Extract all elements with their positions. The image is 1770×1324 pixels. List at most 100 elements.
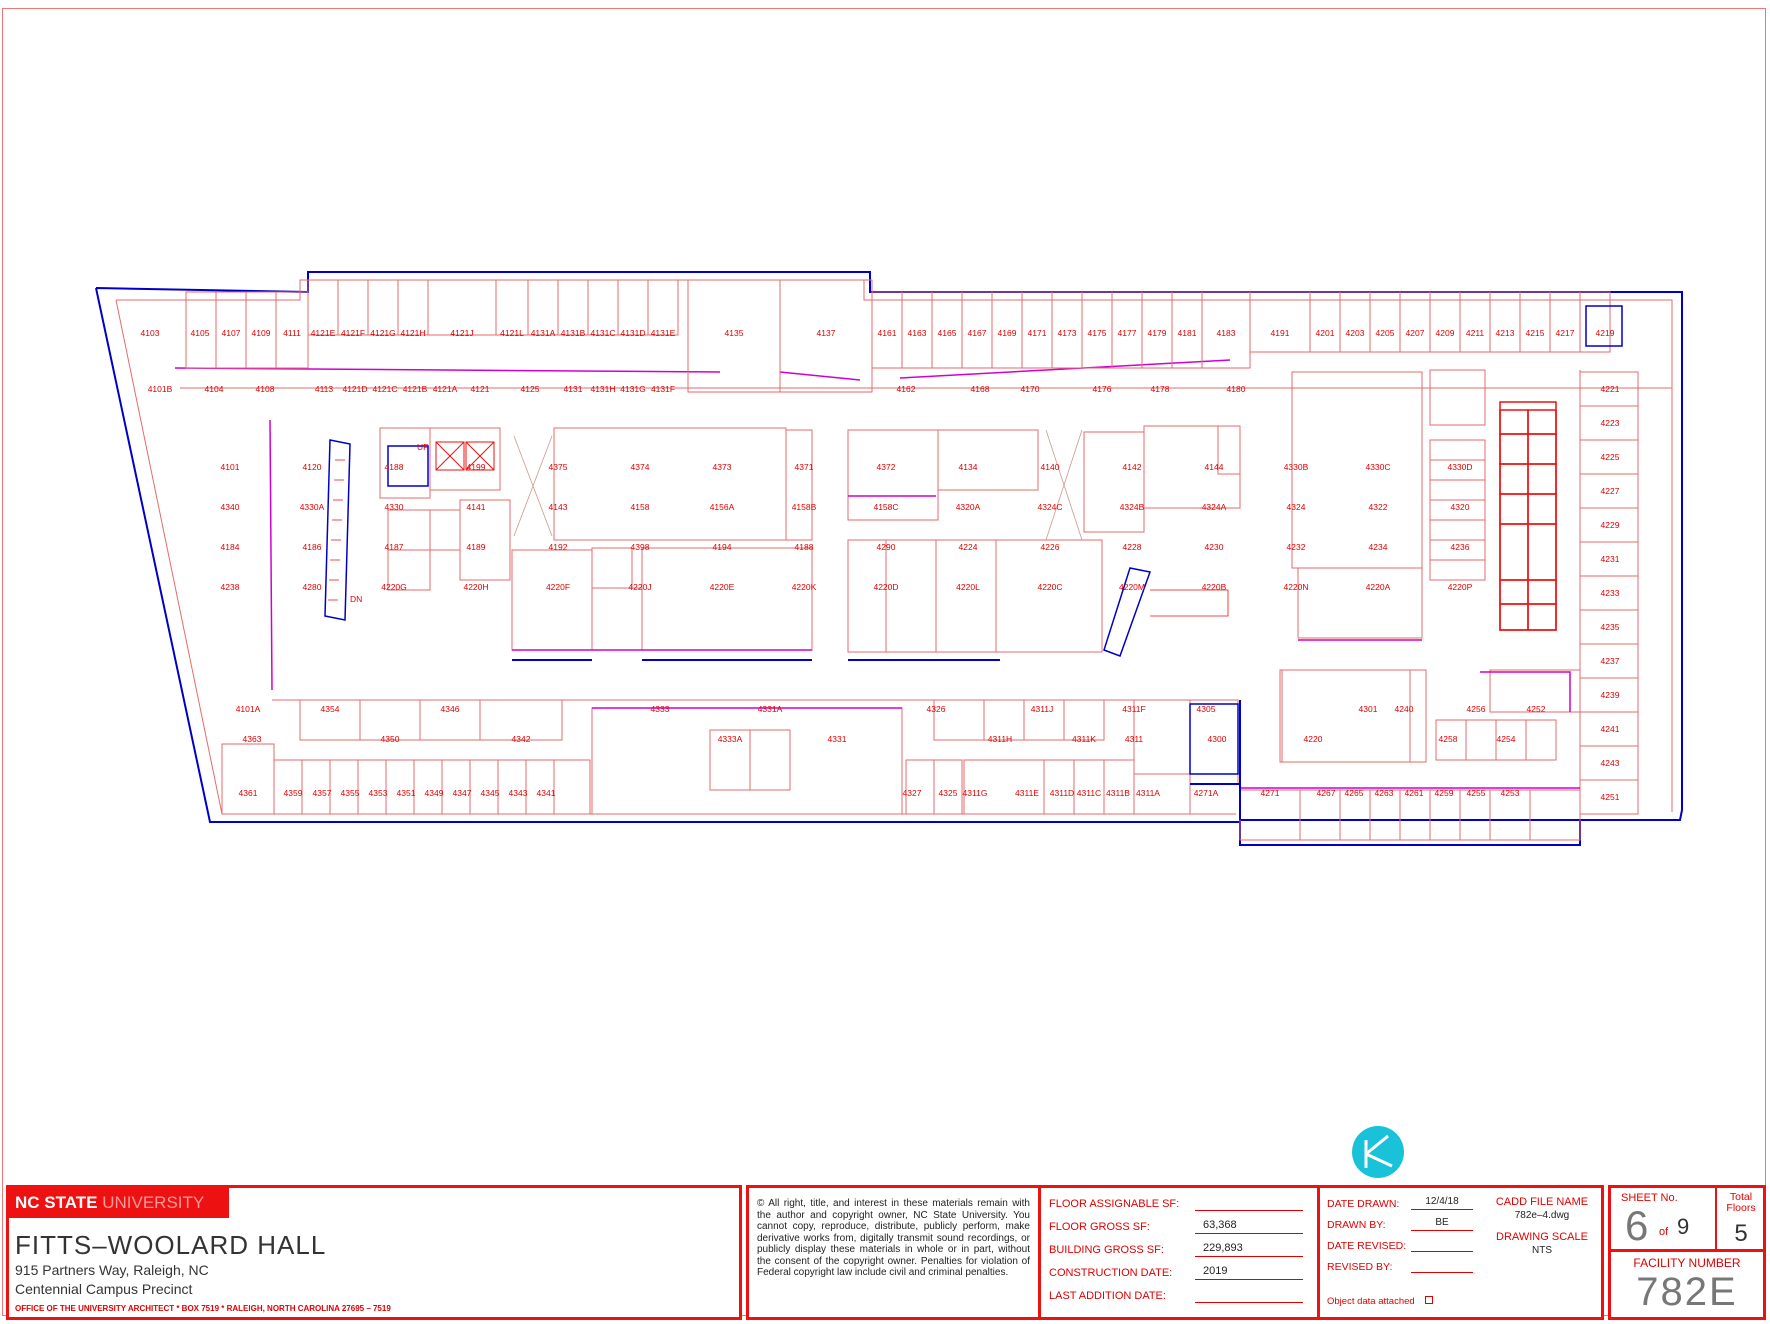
room-label: 4230 bbox=[1205, 542, 1224, 552]
room-label: 4311J bbox=[1031, 704, 1054, 714]
room-label: 4330A bbox=[300, 502, 325, 512]
room-label: 4144 bbox=[1205, 462, 1224, 472]
room-label: 4271A bbox=[1194, 788, 1219, 798]
room-label: 4121E bbox=[311, 328, 336, 338]
room-label: 4131G bbox=[620, 384, 646, 394]
room-label: 4161 bbox=[878, 328, 897, 338]
room-label: 4324 bbox=[1287, 502, 1306, 512]
room-label: 4188 bbox=[385, 462, 404, 472]
room-label: 4225 bbox=[1601, 452, 1620, 462]
room-label: 4131H bbox=[590, 384, 615, 394]
room-label: 4213 bbox=[1496, 328, 1515, 338]
room-label: 4220 bbox=[1304, 734, 1323, 744]
room-label: 4162 bbox=[897, 384, 916, 394]
ncsu-logo-bar: NC STATE UNIVERSITY bbox=[9, 1188, 229, 1218]
room-label: 4121J bbox=[450, 328, 473, 338]
room-label: 4253 bbox=[1501, 788, 1520, 798]
field-revised-by: REVISED BY: bbox=[1327, 1257, 1487, 1278]
scale-label: DRAWING SCALE bbox=[1496, 1231, 1588, 1243]
room-label: 4220P bbox=[1448, 582, 1473, 592]
room-label: 4220L bbox=[956, 582, 980, 592]
room-label: 4199 bbox=[467, 462, 486, 472]
core-rooms bbox=[379, 369, 1581, 763]
elevators bbox=[435, 429, 1083, 541]
room-label: 4311C bbox=[1077, 788, 1101, 798]
divider bbox=[1715, 1188, 1717, 1249]
room-label: 4333A bbox=[718, 734, 743, 744]
room-label: 4165 bbox=[938, 328, 957, 338]
date-fields: DATE DRAWN:12/4/18 DRAWN BY:BE DATE REVI… bbox=[1327, 1194, 1487, 1278]
room-label: 4261 bbox=[1405, 788, 1424, 798]
object-data-flag: Object data attached bbox=[1327, 1296, 1433, 1307]
room-label: 4121C bbox=[372, 384, 397, 394]
room-label: 4345 bbox=[481, 788, 500, 798]
room-label: 4373 bbox=[713, 462, 732, 472]
room-label: 4158 bbox=[631, 502, 650, 512]
room-label: 4341 bbox=[537, 788, 556, 798]
room-label: 4108 bbox=[256, 384, 275, 394]
room-label: 4263 bbox=[1375, 788, 1394, 798]
room-label: 4169 bbox=[998, 328, 1017, 338]
total-floors-label: Total Floors bbox=[1726, 1191, 1756, 1214]
room-label: 4311G bbox=[963, 788, 988, 798]
room-label: 4131F bbox=[651, 384, 675, 394]
room-label: 4107 bbox=[222, 328, 241, 338]
room-label: 4121D bbox=[342, 384, 367, 394]
room-label: 4176 bbox=[1093, 384, 1112, 394]
room-label: 4311A bbox=[1136, 788, 1160, 798]
room-label: 4265 bbox=[1345, 788, 1364, 798]
room-label: 4121H bbox=[400, 328, 425, 338]
room-label: 4238 bbox=[221, 582, 240, 592]
room-label: 4353 bbox=[369, 788, 388, 798]
room-label: 4331A bbox=[758, 704, 783, 714]
room-label: 4178 bbox=[1151, 384, 1170, 394]
checkbox-icon bbox=[1424, 1296, 1433, 1304]
room-label: 4305 bbox=[1197, 704, 1216, 714]
room-label: 4221 bbox=[1601, 384, 1620, 394]
north-arrow-icon bbox=[1352, 1126, 1404, 1178]
room-label: 4324B bbox=[1120, 502, 1145, 512]
room-label: 4131A bbox=[531, 328, 556, 338]
room-label: 4256 bbox=[1467, 704, 1486, 714]
room-label: 4142 bbox=[1123, 462, 1142, 472]
room-label: 4181 bbox=[1178, 328, 1197, 338]
room-label: 4189 bbox=[467, 542, 486, 552]
room-label: 4131 bbox=[564, 384, 583, 394]
room-label: 4324C bbox=[1037, 502, 1062, 512]
sheet-info: SHEET No. 6 of 9 Total Floors 5 bbox=[1611, 1188, 1763, 1252]
room-label: 4224 bbox=[959, 542, 978, 552]
room-label: 4330C bbox=[1365, 462, 1390, 472]
room-label: 4342 bbox=[512, 734, 531, 744]
facility-label: FACILITY NUMBER bbox=[1633, 1256, 1741, 1270]
facility-number: 782E bbox=[1636, 1270, 1738, 1314]
room-label: 4220G bbox=[381, 582, 407, 592]
office-line: OFFICE OF THE UNIVERSITY ARCHITECT * BOX… bbox=[15, 1304, 391, 1313]
sheet-number: 6 bbox=[1625, 1202, 1649, 1249]
room-label: 4125 bbox=[521, 384, 540, 394]
room-label: 4101B bbox=[148, 384, 173, 394]
building-name: FITTS–WOOLARD HALL bbox=[15, 1230, 327, 1260]
room-label: 4158C bbox=[873, 502, 898, 512]
room-label: 4131B bbox=[561, 328, 586, 338]
room-label: 4232 bbox=[1287, 542, 1306, 552]
room-label: 4330B bbox=[1284, 462, 1309, 472]
room-label: 4300 bbox=[1208, 734, 1227, 744]
room-label: 4180 bbox=[1227, 384, 1246, 394]
partitions bbox=[512, 495, 1580, 789]
room-label: 4120 bbox=[303, 462, 322, 472]
room-label: 4326 bbox=[927, 704, 946, 714]
area-fields: FLOOR ASSIGNABLE SF: FLOOR GROSS SF:63,3… bbox=[1049, 1194, 1309, 1309]
room-label: 4121L bbox=[500, 328, 524, 338]
room-label: 4171 bbox=[1028, 328, 1047, 338]
room-label: 4346 bbox=[441, 704, 460, 714]
room-label: 4168 bbox=[971, 384, 990, 394]
room-label: 4325 bbox=[939, 788, 958, 798]
room-label: 4101A bbox=[236, 704, 261, 714]
room-label: 4239 bbox=[1601, 690, 1620, 700]
exterior-accents bbox=[512, 659, 1241, 820]
room-label: 4217 bbox=[1556, 328, 1575, 338]
scale-value: NTS bbox=[1532, 1245, 1552, 1256]
room-label: 4111 bbox=[283, 328, 301, 338]
room-label: 4223 bbox=[1601, 418, 1620, 428]
